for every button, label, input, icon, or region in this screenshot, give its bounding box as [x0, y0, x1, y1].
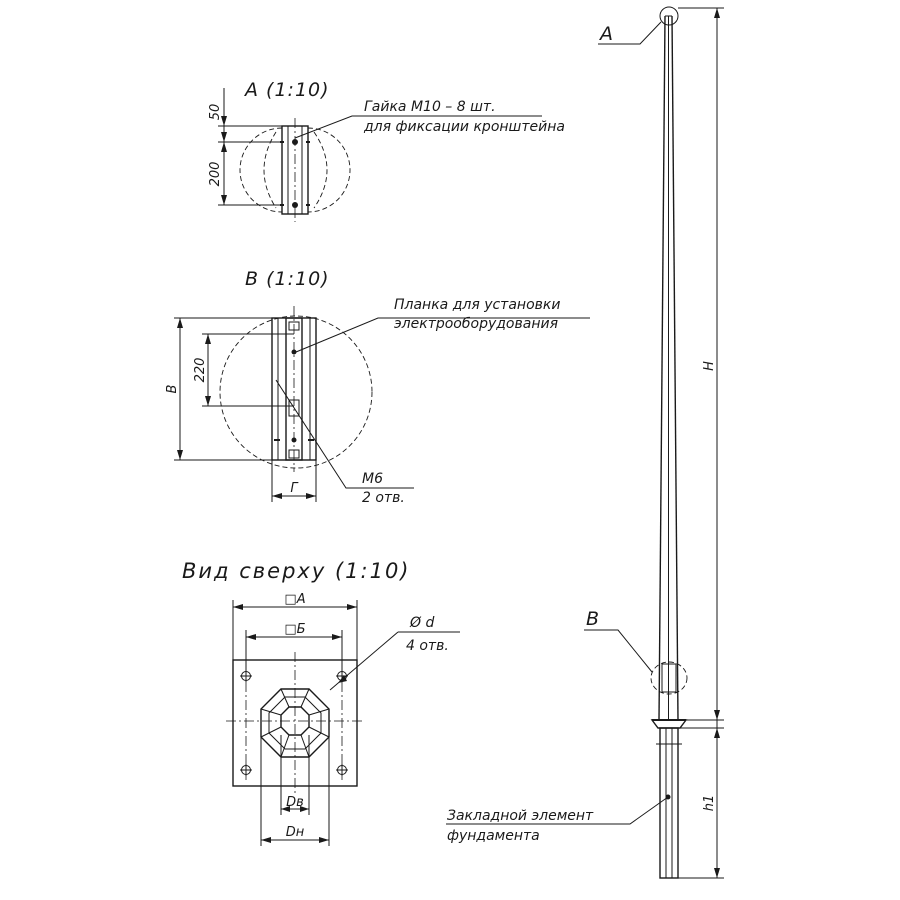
- detail-a-boundary-right: [307, 127, 351, 213]
- detail-a-note-line2: для фиксации кронштейна: [363, 119, 565, 135]
- detail-a-dim-50: 50: [208, 104, 223, 121]
- detail-a-view: A (1:10) 50 200 Гайка М10 – 8 шт. для фи…: [208, 79, 565, 222]
- pole-dim-embed: h1: [702, 795, 717, 812]
- callout-b-circle: [650, 661, 688, 695]
- top-view-hole-count: 4 отв.: [406, 638, 449, 654]
- top-view-hole-label: Ø d: [409, 615, 434, 631]
- detail-b-dim-220: 220: [193, 358, 208, 383]
- m6-hole: [288, 399, 300, 417]
- top-view-title: Вид сверху (1:10): [182, 559, 411, 583]
- pole-dim-height: H: [702, 361, 717, 371]
- detail-a-note-line1: Гайка М10 – 8 шт.: [364, 99, 496, 115]
- callout-a-label: A: [598, 23, 614, 45]
- detail-b-hole-label: М6: [362, 471, 383, 487]
- embed-note-line1: Закладной элемент: [447, 808, 594, 824]
- top-view-dim-base-diam: Dн: [286, 825, 305, 840]
- detail-b-plate-leader: [295, 317, 590, 353]
- top-view-dim-top-diam: Dв: [286, 795, 304, 810]
- top-view-dim-outer: □A: [284, 592, 305, 607]
- detail-a-boundary-left: [239, 127, 283, 213]
- pole-flange: [650, 719, 688, 729]
- foundation-embed-element: [659, 727, 679, 879]
- embed-leader: [446, 796, 669, 825]
- detail-b-title: B (1:10): [245, 268, 330, 290]
- detail-b-note-line1: Планка для установки: [394, 297, 560, 313]
- detail-b-dim-height: B: [165, 384, 180, 393]
- pole-side-view: A B H h1 Закладной элемент фундамента: [446, 6, 724, 879]
- nut-icon: [292, 139, 298, 145]
- pole-plate-window: [661, 663, 677, 693]
- detail-b-note-line2: электрооборудования: [394, 316, 558, 332]
- callout-b-leader: [584, 629, 653, 673]
- top-view: Вид сверху (1:10) □A □Б: [182, 559, 460, 846]
- callout-b-label: B: [586, 608, 600, 630]
- detail-a-dim-200: 200: [208, 162, 223, 187]
- detail-a-title: A (1:10): [243, 79, 330, 101]
- callout-a-circle: [659, 6, 679, 26]
- detail-a-leader: [294, 115, 542, 139]
- embed-note-line2: фундамента: [447, 828, 540, 844]
- detail-b-boundary: [219, 315, 373, 469]
- detail-b-hole-count: 2 отв.: [362, 490, 405, 506]
- bolt-hole-icon: [240, 764, 252, 776]
- nut-icon: [292, 202, 298, 208]
- detail-b-hole-leader: [275, 379, 414, 489]
- detail-b-view: B (1:10) B 220 Г Планка: [165, 268, 590, 506]
- detail-b-dim-width: Г: [290, 481, 299, 496]
- callout-a-leader: [598, 21, 662, 45]
- top-view-dim-inner: □Б: [284, 622, 305, 637]
- bolt-hole-icon: [240, 670, 252, 682]
- bolt-hole-icon: [336, 764, 348, 776]
